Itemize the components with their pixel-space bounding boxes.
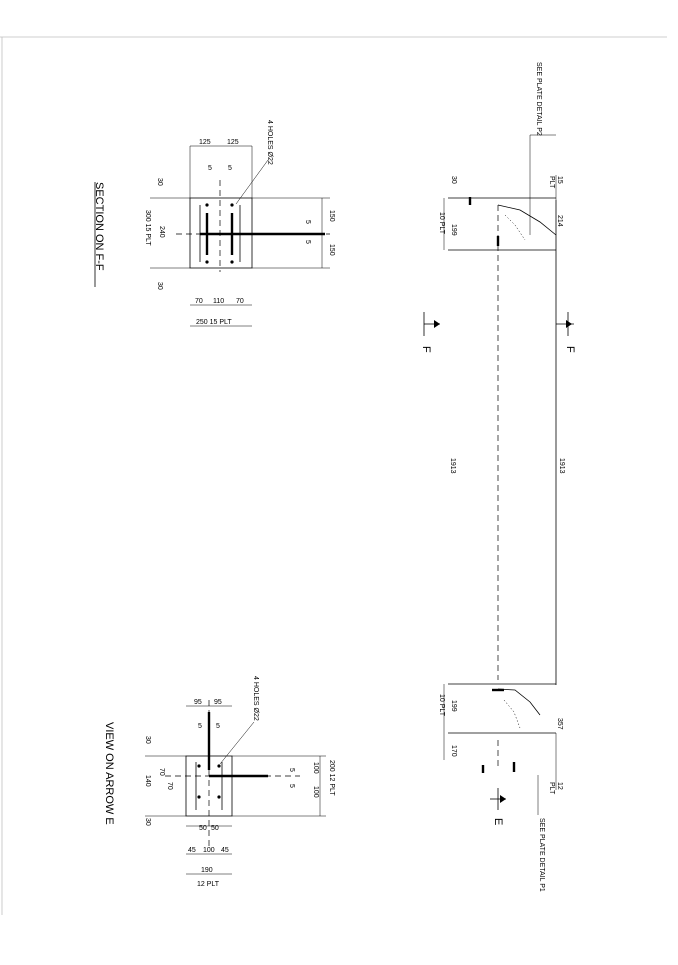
section-f-label-left: F [420, 346, 432, 353]
bottom-gusset-hidden [503, 699, 521, 729]
view-e-dim-right-gap-b: 5 [288, 784, 295, 788]
section-ff-hole-1 [205, 203, 209, 207]
dim-top-plate-unit: PLT [548, 176, 555, 189]
section-ff-hole-4 [230, 260, 234, 264]
view-e-dim-right-a: 100 [312, 762, 319, 774]
section-ff-dim-top-b: 125 [227, 139, 239, 146]
dim-bottom-plate-unit: PLT [548, 782, 555, 795]
section-f-arrowhead-left [434, 320, 440, 328]
section-ff-dim-inner: 240 [158, 226, 165, 238]
view-e-holes-note: 4 HOLES Ø22 [252, 676, 259, 721]
top-gusset-hidden [504, 214, 526, 241]
view-e-dim-bot-c: 45 [221, 847, 229, 854]
dim-bottom-plate-b: 10 PLT [438, 694, 445, 717]
view-e-dim-inner-b: 70 [166, 782, 173, 790]
dim-top-gap: 30 [450, 176, 457, 184]
dim-bottom-plate-a: 199 [450, 700, 457, 712]
view-e-dim-gap-b: 5 [216, 723, 220, 730]
view-e-dim-gap-a: 5 [198, 723, 202, 730]
view-e-dim-edge-bottom: 30 [144, 818, 151, 826]
section-ff-dim-top-a: 125 [199, 139, 211, 146]
view-e-label: E [492, 818, 504, 825]
section-ff-dim-bot-b: 110 [213, 298, 224, 305]
dim-span-left: 1913 [449, 458, 456, 474]
section-ff-holes-note: 4 HOLES Ø22 [266, 120, 273, 165]
dim-bottom-gap: 170 [450, 745, 457, 757]
view-e-dim-bot-a: 45 [188, 847, 196, 854]
view-e-dim-edge-top: 30 [144, 736, 151, 744]
top-plate-note: SEE PLATE DETAIL P2 [535, 62, 542, 136]
view-e-dim-inner: 140 [144, 775, 151, 787]
dim-top-plate-thk: 15 [556, 176, 563, 184]
section-f-label-right: F [564, 346, 576, 353]
view-e-dim-mid-a: 50 [199, 825, 207, 832]
view-e-arrowhead [500, 795, 506, 803]
dim-top-plate-b: 10 PLT [438, 212, 445, 235]
view-e-hole-1 [197, 764, 201, 768]
section-ff-dim-bot-total: 250 15 PLT [196, 319, 232, 326]
view-e-hole-4 [217, 795, 221, 799]
view-e-dim-top-a: 95 [194, 699, 202, 706]
view-e-dim-mid-b: 50 [211, 825, 219, 832]
view-e-hole-3 [197, 795, 201, 799]
view-e-dim-bot-total: 190 [201, 867, 213, 874]
section-ff-dim-gap-a: 5 [208, 165, 212, 172]
dim-top-plate-a: 199 [450, 224, 457, 236]
view-e-hole-2 [217, 764, 221, 768]
view-e-view: VIEW ON ARROW E 4 HOLES Ø22 95 95 5 5 30… [103, 676, 335, 888]
section-ff-hole-3 [205, 260, 209, 264]
top-gusset [497, 204, 557, 236]
section-ff-dim-gap-b: 5 [228, 165, 232, 172]
dim-span-right: 1913 [558, 458, 565, 474]
bottom-plate-note: SEE PLATE DETAIL P1 [538, 818, 545, 892]
view-e-dim-bot-b: 100 [203, 847, 215, 854]
section-ff-view: SECTION ON F-F 4 HOLES Ø22 125 125 5 5 3… [93, 120, 335, 327]
section-ff-dim-bot-c: 70 [236, 298, 244, 305]
view-e-title: VIEW ON ARROW E [103, 722, 115, 825]
section-ff-dim-right-gap-a: 5 [304, 220, 311, 224]
section-ff-dim-edge-bottom: 30 [156, 282, 163, 290]
view-e-dim-right-gap-a: 5 [288, 768, 295, 772]
section-ff-hole-2 [230, 203, 234, 207]
section-ff-dim-bot-a: 70 [195, 298, 203, 305]
dim-top-stub: 214 [556, 215, 563, 227]
view-e-dim-right-b: 100 [312, 786, 319, 798]
dim-bottom-plate-thk: 12 [556, 782, 563, 790]
view-e-dim-inner-a: 70 [158, 768, 165, 776]
section-ff-dim-right-b: 150 [328, 244, 335, 256]
view-e-dim-top-b: 95 [214, 699, 222, 706]
bottom-gusset [497, 688, 541, 716]
dim-bottom-stub: 357 [556, 718, 563, 730]
view-e-holes-leader [219, 721, 255, 765]
section-ff-dim-right-gap-b: 5 [304, 240, 311, 244]
elevation-view: SEE PLATE DETAIL P2 15 PLT 214 1913 1913… [420, 62, 576, 892]
section-ff-dim-edge-top: 30 [156, 178, 163, 186]
section-f-arrowhead-right [566, 320, 572, 328]
view-e-dim-right-plate: 200 12 PLT [328, 760, 335, 796]
view-e-dim-bot-plate: 12 PLT [197, 881, 220, 888]
section-ff-dim-plate-height: 300 15 PLT [144, 210, 151, 246]
section-ff-title: SECTION ON F-F [93, 182, 105, 271]
section-ff-dim-right-a: 150 [328, 210, 335, 222]
